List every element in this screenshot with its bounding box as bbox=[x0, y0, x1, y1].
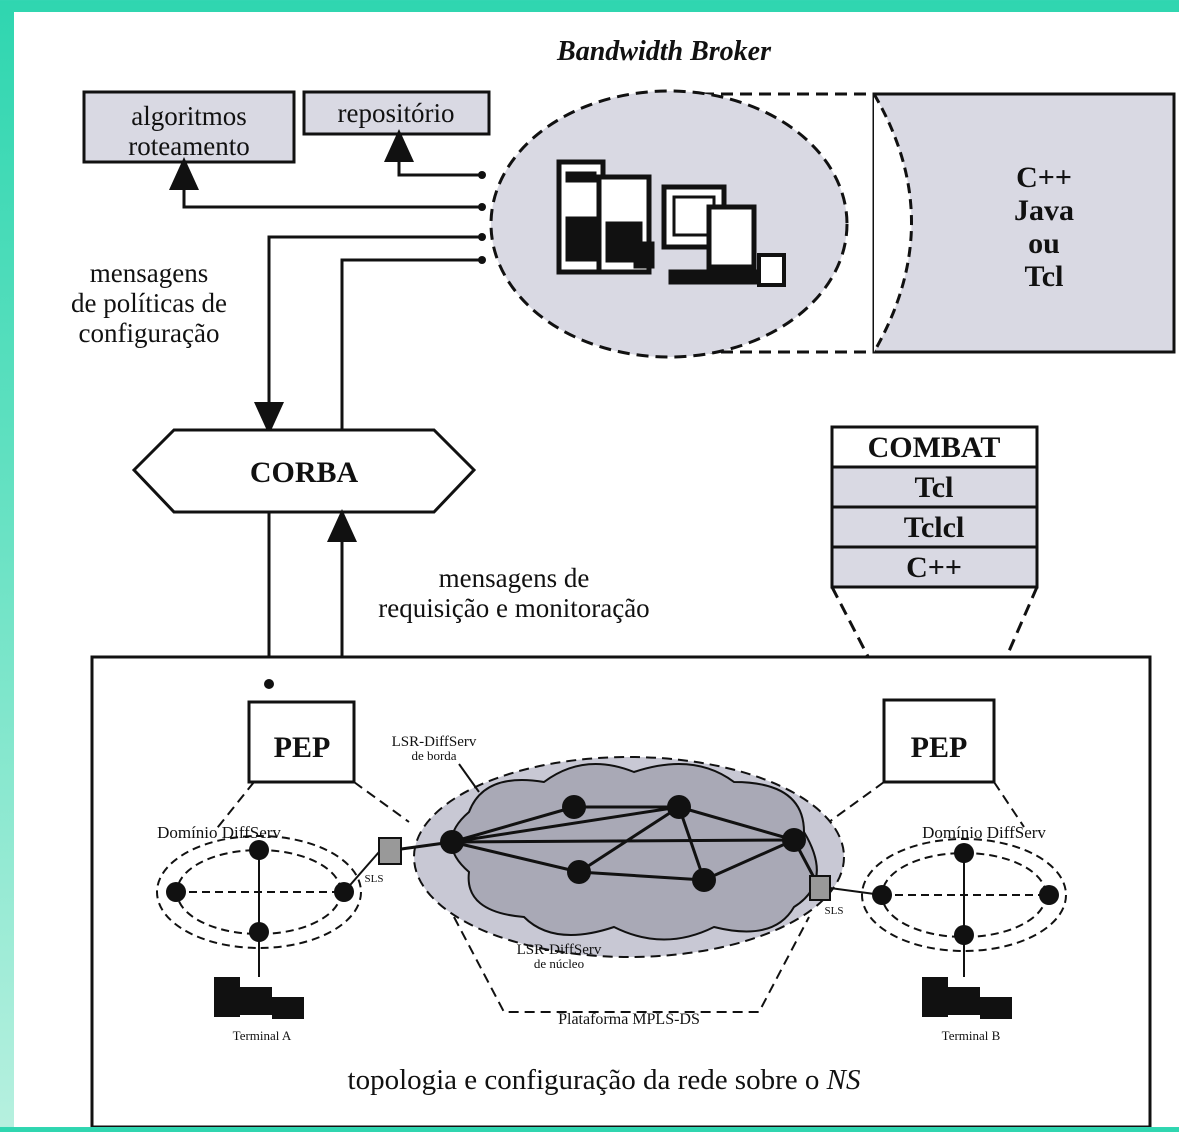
dominio-left-label: Domínio DiffServ bbox=[157, 823, 281, 842]
repositorio-label: repositório bbox=[338, 98, 455, 128]
mpls-links bbox=[393, 805, 821, 888]
terminal-a-label: Terminal A bbox=[233, 1028, 292, 1043]
lsr-top-line2: de borda bbox=[411, 748, 456, 763]
title: Bandwidth Broker bbox=[556, 36, 772, 67]
terminal-b-label: Terminal B bbox=[942, 1028, 1001, 1043]
lang-tcl: Tcl bbox=[1025, 260, 1064, 293]
diagram-canvas: Bandwidth Broker C++ Java ou Tcl algorit… bbox=[14, 12, 1179, 1129]
dominio-right-label: Domínio DiffServ bbox=[922, 823, 1046, 842]
lsr-top-line1: LSR-DiffServ bbox=[392, 734, 477, 750]
combat-stack: COMBAT Tcl Tclcl C++ bbox=[830, 425, 1039, 589]
lang-ou: ou bbox=[1028, 227, 1060, 260]
pep-left-box bbox=[247, 700, 356, 784]
politicas-line3: configuração bbox=[79, 318, 220, 348]
sls-left-square bbox=[378, 837, 402, 865]
plataforma-label: Plataforma MPLS-DS bbox=[558, 1011, 700, 1028]
diffserv-left-ring bbox=[156, 835, 380, 977]
combat-tcl: Tcl bbox=[915, 471, 954, 504]
bottom-caption: topologia e configuração da rede sobre o… bbox=[348, 1064, 861, 1096]
terminal-b-icon bbox=[922, 977, 1012, 1019]
sls-left-label: SLS bbox=[365, 873, 384, 885]
mpls-nodes bbox=[440, 795, 806, 892]
requisicao-line2: requisição e monitoração bbox=[378, 593, 649, 623]
politicas-line2: de políticas de bbox=[71, 288, 227, 318]
pep-right-label: PEP bbox=[911, 731, 968, 764]
repositorio-box bbox=[302, 90, 491, 136]
lang-cpp: C++ bbox=[1016, 161, 1072, 194]
mpls-core-cloud bbox=[450, 763, 818, 941]
diagram-svg: Bandwidth Broker C++ Java ou Tcl algorit… bbox=[71, 36, 1176, 1129]
pep-right-box bbox=[882, 698, 996, 784]
computer-icon bbox=[556, 159, 786, 287]
lsr-bottom-line2: de núcleo bbox=[534, 956, 584, 971]
corba-hexagon bbox=[131, 428, 477, 514]
pep-left-label: PEP bbox=[274, 731, 331, 764]
lsr-bottom-line1: LSR-DiffServ bbox=[517, 942, 602, 958]
lang-java: Java bbox=[1014, 194, 1074, 227]
combat-tclcl: Tclcl bbox=[904, 511, 965, 544]
language-panel bbox=[872, 92, 1176, 354]
sls-right-label: SLS bbox=[825, 905, 844, 917]
diffserv-right-ring bbox=[829, 838, 1067, 977]
algoritmos-label: algoritmos bbox=[131, 101, 247, 131]
terminal-a-icon bbox=[214, 977, 304, 1019]
combat-label: COMBAT bbox=[868, 431, 1001, 464]
roteamento-label: roteamento bbox=[128, 131, 249, 161]
politicas-line1: mensagens bbox=[90, 258, 208, 288]
sls-right-square bbox=[809, 875, 831, 901]
bottom-caption-ns: NS bbox=[826, 1064, 861, 1096]
bottom-caption-text: topologia e configuração da rede sobre o bbox=[348, 1064, 820, 1096]
language-panel-dashed-edge bbox=[872, 93, 913, 353]
corba-label: CORBA bbox=[250, 456, 359, 489]
combat-cpp: C++ bbox=[906, 551, 962, 584]
requisicao-line1: mensagens de bbox=[439, 563, 590, 593]
